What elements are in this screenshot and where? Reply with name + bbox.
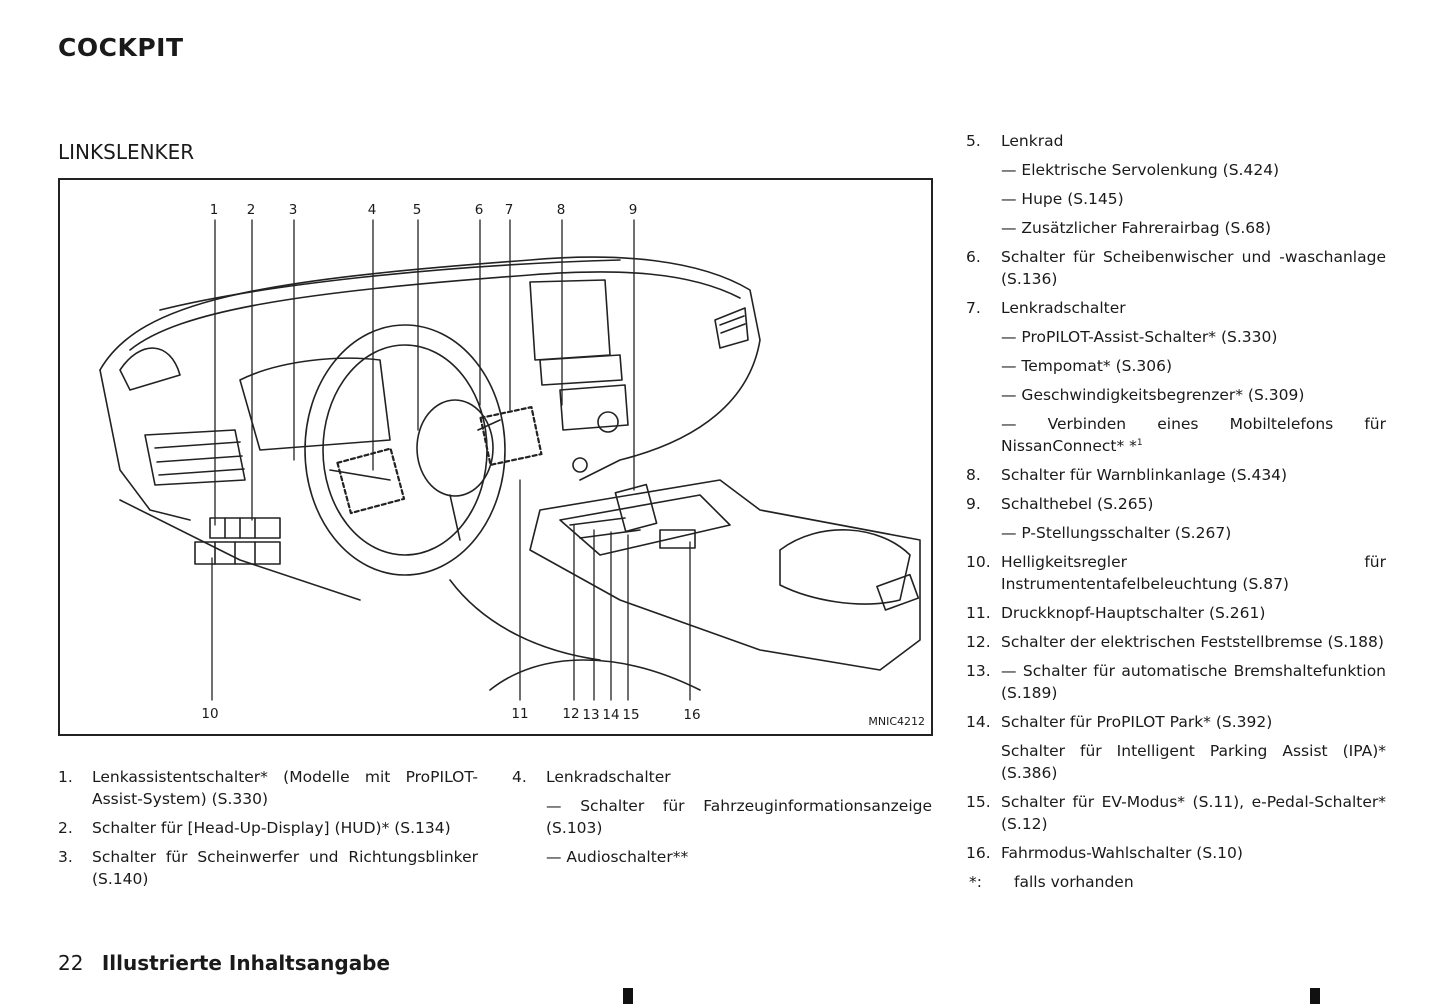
item-number: 10. <box>966 553 991 571</box>
list-item: 2. Schalter für [Head-Up-Display] (HUD)*… <box>58 817 478 839</box>
page-number: 22 <box>58 951 84 975</box>
list-item: 3. Schalter für Scheinwerfer und Richtun… <box>58 846 478 890</box>
sub-item: Schalter für Intelligent Parking Assist … <box>1001 742 1386 782</box>
sub-item-text: — Verbinden eines Mobiltelefons für Niss… <box>1001 415 1386 455</box>
sub-item: — Audioschalter** <box>546 848 689 866</box>
item-number: 5. <box>966 132 981 150</box>
item-number: 8. <box>966 466 981 484</box>
item-text: Lenkrad <box>1001 132 1064 150</box>
callout-4: 4 <box>367 202 377 218</box>
item-text: Schalter der elektrischen Feststellbrems… <box>1001 633 1384 651</box>
sub-item: — Elektrische Servolenkung (S.424) <box>1001 161 1280 179</box>
item-number: 3. <box>58 848 73 866</box>
list-item: 16. Fahrmodus-Wahlschalter (S.10) <box>966 842 1386 864</box>
list-item: 15. Schalter für EV-Modus* (S.11), e-Peda… <box>966 791 1386 835</box>
callout-13: 13 <box>582 707 600 723</box>
list-column-2: 4. Lenkradschalter — Schalter für Fahrze… <box>512 766 932 875</box>
item-text: Druckknopf-Hauptschalter (S.261) <box>1001 604 1266 622</box>
item-number: 9. <box>966 495 981 513</box>
item-number: 12. <box>966 633 991 651</box>
item-number: 13. <box>966 662 991 680</box>
item-text: Schalter für ProPILOT Park* (S.392) <box>1001 713 1273 731</box>
list-item: 5. Lenkrad <box>966 130 1386 152</box>
cockpit-illustration: 1 2 3 4 5 6 7 8 9 10 11 12 13 14 15 16 M… <box>58 178 933 736</box>
footnote-symbol: *: <box>969 873 982 891</box>
item-text: — Schalter für automatische Bremshaltefu… <box>1001 662 1386 702</box>
callout-14: 14 <box>602 707 620 723</box>
callout-10: 10 <box>201 706 219 722</box>
item-number: 4. <box>512 768 527 786</box>
callout-6: 6 <box>474 202 484 218</box>
list-item: 10. Helligkeitsregler für Instrumententaf… <box>966 551 1386 595</box>
item-number: 7. <box>966 299 981 317</box>
callout-2: 2 <box>246 202 256 218</box>
item-number: 1. <box>58 768 73 786</box>
sub-item: — P-Stellungsschalter (S.267) <box>1001 524 1232 542</box>
list-item: 11. Druckknopf-Hauptschalter (S.261) <box>966 602 1386 624</box>
callout-1: 1 <box>209 202 219 218</box>
item-number: 14. <box>966 713 991 731</box>
cockpit-drawing <box>99 219 921 701</box>
item-text: Lenkassistentschalter* (Modelle mit ProP… <box>92 768 478 808</box>
sub-item: — Schalter für Fahrzeuginformationsanzei… <box>546 797 932 837</box>
item-text: Lenkradschalter <box>1001 299 1126 317</box>
list-column-3: 5. Lenkrad — Elektrische Servolenkung (S.… <box>966 130 1386 899</box>
item-text: Schalter für Scheibenwischer und -wascha… <box>1001 248 1386 288</box>
callout-5: 5 <box>412 202 422 218</box>
item-text: Schalter für [Head-Up-Display] (HUD)* (S… <box>92 819 451 837</box>
sub-item: — Hupe (S.145) <box>1001 190 1124 208</box>
item-number: 16. <box>966 844 991 862</box>
callout-9: 9 <box>628 202 638 218</box>
list-item: 6. Schalter für Scheibenwischer und -wasc… <box>966 246 1386 290</box>
item-number: 2. <box>58 819 73 837</box>
footnote: *: falls vorhanden <box>966 871 1386 893</box>
item-number: 15. <box>966 793 991 811</box>
crop-mark <box>1310 988 1320 1004</box>
callout-8: 8 <box>556 202 566 218</box>
section-title: LINKSLENKER <box>58 140 195 164</box>
sub-item: — Tempomat* (S.306) <box>1001 357 1173 375</box>
footnote-marker: 1 <box>1136 437 1143 448</box>
list-item: 7. Lenkradschalter <box>966 297 1386 319</box>
item-text: Schalter für EV-Modus* (S.11), e-Pedal-S… <box>1001 793 1386 833</box>
list-item: 12. Schalter der elektrischen Feststellbr… <box>966 631 1386 653</box>
sub-item: — ProPILOT-Assist-Schalter* (S.330) <box>1001 328 1278 346</box>
item-number: 11. <box>966 604 991 622</box>
callout-12: 12 <box>562 706 580 722</box>
list-column-1: 1. Lenkassistentschalter* (Modelle mit P… <box>58 766 478 897</box>
figure-code: MNIC4212 <box>868 715 925 728</box>
callout-11: 11 <box>511 706 529 722</box>
page-footer: 22 Illustrierte Inhaltsangabe <box>58 951 390 975</box>
callout-7: 7 <box>504 202 514 218</box>
item-text: Schalter für Warnblinkanlage (S.434) <box>1001 466 1288 484</box>
callout-15: 15 <box>622 707 640 723</box>
item-text: Helligkeitsregler für Instrumententafelb… <box>1001 553 1386 593</box>
callout-3: 3 <box>288 202 298 218</box>
crop-mark <box>623 988 633 1004</box>
footer-title: Illustrierte Inhaltsangabe <box>101 951 391 975</box>
item-text: Lenkradschalter <box>546 768 671 786</box>
list-item: 13. — Schalter für automatische Bremshalt… <box>966 660 1386 704</box>
footnote-text: falls vorhanden <box>1014 873 1134 891</box>
item-text: Schalthebel (S.265) <box>1001 495 1154 513</box>
item-text: Fahrmodus-Wahlschalter (S.10) <box>1001 844 1243 862</box>
item-number: 6. <box>966 248 981 266</box>
page-title: COCKPIT <box>58 33 184 62</box>
list-item: 8. Schalter für Warnblinkanlage (S.434) <box>966 464 1386 486</box>
sub-item: — Verbinden eines Mobiltelefons für Niss… <box>966 413 1386 457</box>
list-item: 1. Lenkassistentschalter* (Modelle mit P… <box>58 766 478 810</box>
list-item: 9. Schalthebel (S.265) <box>966 493 1386 515</box>
item-text: Schalter für Scheinwerfer und Richtungsb… <box>92 848 478 888</box>
sub-item: — Geschwindigkeitsbegrenzer* (S.309) <box>1001 386 1305 404</box>
callout-16: 16 <box>683 707 701 723</box>
list-item: 14. Schalter für ProPILOT Park* (S.392) <box>966 711 1386 733</box>
list-item: 4. Lenkradschalter <box>512 766 932 788</box>
sub-item: — Zusätzlicher Fahrerairbag (S.68) <box>1001 219 1272 237</box>
